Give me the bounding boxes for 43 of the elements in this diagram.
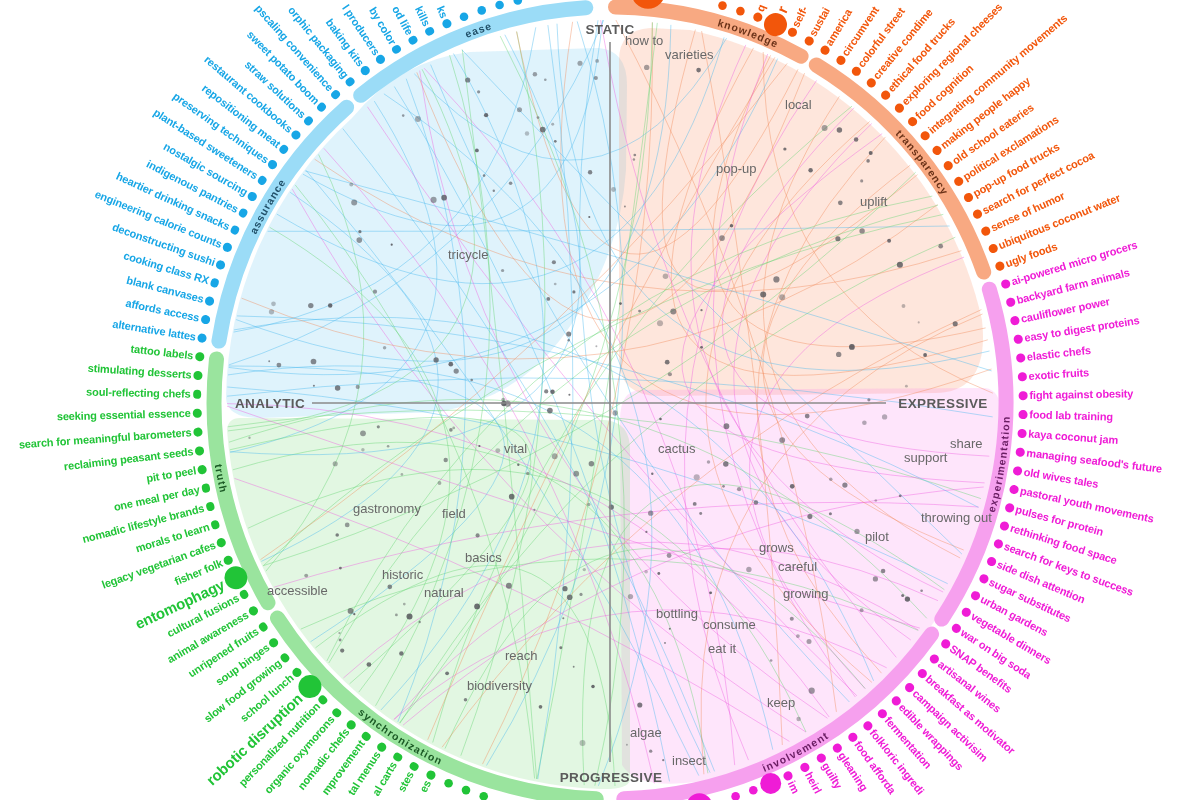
- cluster-keyword: cactus: [658, 441, 696, 455]
- category-label: ease: [463, 19, 494, 40]
- cluster-keyword: keep: [767, 695, 796, 709]
- cluster-keyword: support: [904, 450, 948, 464]
- trend-label: food lab training: [1018, 408, 1114, 424]
- cluster-keyword: vital: [504, 441, 528, 455]
- cluster-keyword: uplift: [860, 194, 888, 208]
- axis-label: ANALYTIC: [234, 395, 306, 411]
- trend-label: ks: [434, 4, 454, 30]
- cluster-keyword: grows: [759, 540, 794, 554]
- cluster-keyword: share: [950, 436, 983, 450]
- cluster-keyword: basics: [465, 550, 502, 564]
- trend-label: soul-reflecting chefs: [86, 386, 202, 401]
- trend-label: kills: [412, 4, 437, 38]
- cluster-keyword: careful: [778, 559, 818, 573]
- cluster-keyword: growing: [783, 586, 829, 600]
- cluster-keyword: field: [442, 506, 466, 520]
- axis-label: EXPRESSIVE: [898, 395, 988, 411]
- cluster-keyword: reach: [505, 648, 538, 662]
- cluster-keyword: varieties: [665, 47, 714, 61]
- cluster-keyword: bottling: [656, 606, 698, 620]
- trend-label: seeking essential essence: [56, 407, 202, 423]
- trend-label: stimulating desserts: [87, 362, 203, 382]
- trend-label: pit to peel: [145, 463, 208, 485]
- cluster-keyword: pop-up: [716, 161, 757, 175]
- cluster-keyword: natural: [424, 585, 464, 599]
- cluster-keyword: historic: [382, 567, 424, 581]
- trend-label: elastic chefs: [1015, 344, 1092, 365]
- cluster-keyword: algae: [630, 725, 662, 739]
- cluster-keyword: consume: [703, 617, 756, 631]
- trend-label: exotic fruits: [1017, 367, 1090, 384]
- trend-label: tattoo labels: [130, 343, 205, 364]
- cluster-keyword: gastronomy: [353, 501, 421, 515]
- cluster-keyword: pilot: [865, 529, 889, 543]
- cluster-keyword: eat it: [708, 641, 737, 655]
- cluster-keyword: accessible: [267, 583, 328, 597]
- trend-label: kaya coconut jam: [1017, 427, 1119, 447]
- cluster-keyword: tricycle: [448, 247, 489, 261]
- cluster-keyword: local: [785, 97, 812, 111]
- trend-label: fight against obesity: [1018, 388, 1134, 402]
- cluster-keyword: insect: [672, 753, 706, 767]
- cluster-keyword: biodiversity: [467, 678, 533, 692]
- axis-label: PROGRESSIVE: [559, 769, 663, 785]
